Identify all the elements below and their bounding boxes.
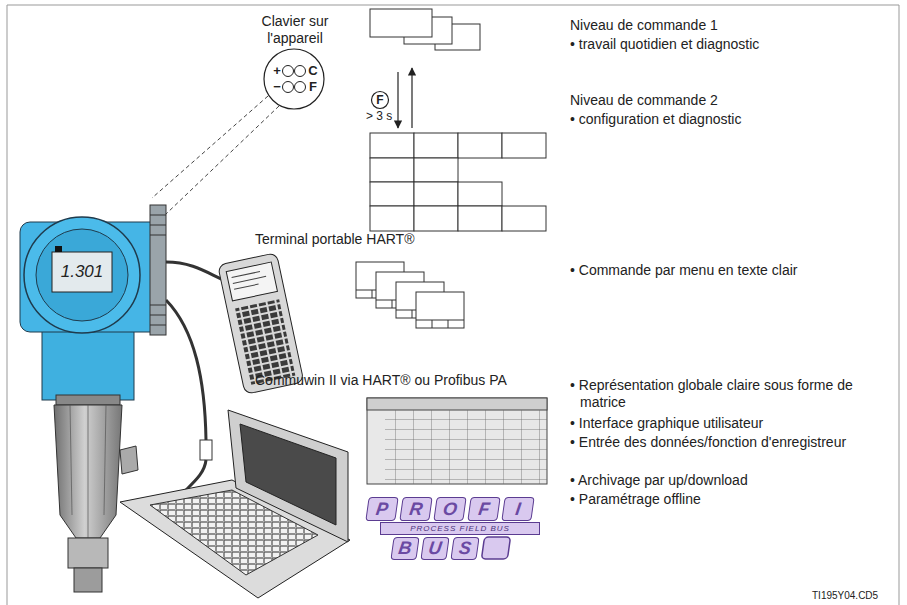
arrow-up bbox=[411, 68, 412, 128]
device-name: Terminal portable HART® bbox=[255, 231, 414, 248]
level-heading: Niveau de commande 2 bbox=[570, 92, 718, 109]
arrow-down bbox=[397, 72, 398, 128]
transmitter bbox=[20, 205, 166, 592]
keypad-title: Clavier sur l'appareil bbox=[245, 13, 345, 47]
logo-letter-box: R bbox=[399, 497, 432, 521]
matrix-table bbox=[367, 398, 547, 484]
feature-note: • Interface graphique utilisateur bbox=[570, 415, 763, 432]
level-heading: Niveau de commande 1 bbox=[570, 17, 718, 34]
level-note: • travail quotidien et diagnostic bbox=[570, 36, 759, 53]
logo-letter-box: S bbox=[450, 537, 479, 560]
feature-note: • Représentation globale claire sous for… bbox=[570, 377, 860, 411]
feature-note: • Commande par menu en texte clair bbox=[570, 262, 797, 279]
figure-code: TI195Y04.CD5 bbox=[812, 590, 878, 602]
logo-band: PROCESS FIELD BUS bbox=[380, 522, 540, 535]
logo-box bbox=[481, 537, 510, 559]
logo-letter-box: F bbox=[467, 497, 500, 521]
feature-note: • Entrée des données/fonction d'enregist… bbox=[570, 434, 860, 451]
handheld-menus bbox=[356, 262, 464, 328]
logo-letter-box: O bbox=[433, 497, 466, 521]
frame bbox=[7, 5, 899, 605]
key-circle bbox=[372, 92, 389, 109]
level-note: • configuration et diagnostic bbox=[570, 111, 741, 128]
key-symbol: + bbox=[273, 63, 281, 79]
level1-screens bbox=[370, 9, 480, 50]
keypad-callout bbox=[264, 49, 324, 109]
logo-text: P bbox=[375, 499, 390, 520]
feature-note: • Paramétrage offline bbox=[570, 491, 701, 508]
key-symbol: F bbox=[309, 79, 317, 95]
logo-letter-box: U bbox=[420, 537, 449, 560]
key-symbol: F bbox=[376, 93, 383, 107]
logo-text: S bbox=[458, 538, 473, 559]
key-symbol: C bbox=[308, 63, 317, 79]
cable bbox=[166, 300, 206, 440]
logo-letter-box: B bbox=[390, 537, 419, 560]
logo-letter-box: P bbox=[365, 497, 398, 521]
logo-text: U bbox=[427, 538, 443, 559]
logo-text: R bbox=[408, 499, 424, 520]
logo-text: PROCESS FIELD BUS bbox=[410, 524, 510, 533]
feature-note: • Archivage par up/download bbox=[570, 472, 748, 489]
display-value: 1.301 bbox=[61, 262, 104, 282]
laptop bbox=[120, 410, 350, 598]
logo-text: F bbox=[477, 499, 491, 520]
connector bbox=[200, 440, 212, 460]
logo-text: B bbox=[397, 538, 413, 559]
hold-time: > 3 s bbox=[366, 109, 392, 123]
logo-text: O bbox=[442, 499, 459, 520]
callout-leader bbox=[152, 96, 279, 214]
logo-text: I bbox=[514, 499, 522, 520]
device-name: Commuwin II via HART® ou Profibus PA bbox=[255, 372, 507, 389]
logo-letter-box: I bbox=[501, 497, 534, 521]
key-symbol: − bbox=[273, 79, 281, 95]
level2-matrix bbox=[370, 133, 546, 231]
